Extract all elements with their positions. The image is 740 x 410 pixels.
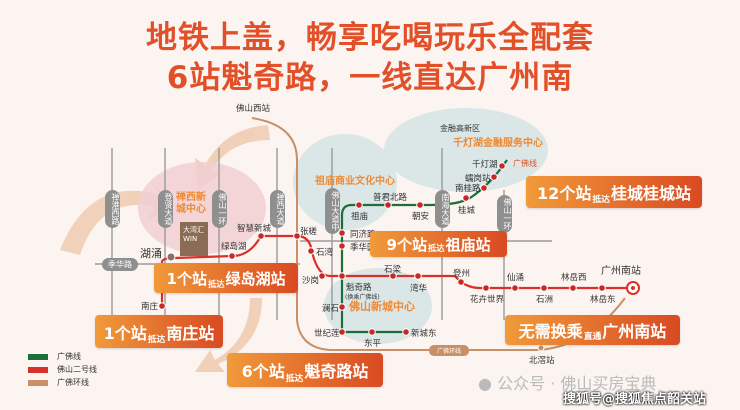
road-chanxi: 禅西大道: [270, 190, 285, 228]
station-lanshi: 澜石: [322, 304, 340, 314]
station-leigang: 蠕岗站: [465, 174, 491, 184]
district-xincheng: 佛山新城中心: [349, 300, 415, 313]
banner-kuiqi: 6个站抵达魁奇路站: [227, 353, 383, 387]
station-shijilian: 世纪莲: [314, 329, 340, 339]
station-foshanxi: 佛山西站: [236, 104, 271, 114]
sohu-watermark: 搜狐号@搜狐焦点韶关站: [563, 392, 707, 407]
station-guicheng: 桂城: [458, 206, 476, 216]
loop-line-tag: 广佛环线: [429, 345, 470, 356]
station-wanhua: 湾华: [410, 284, 428, 294]
station-jihuayuan: 季华园: [350, 243, 376, 253]
guangzhou-south-icon: [626, 281, 640, 295]
legend-swatch: [28, 366, 48, 373]
headline-1: 地铁上盖，畅享吃喝玩乐全配套: [146, 20, 594, 56]
station-guangzhou-south: 广州南站: [601, 266, 641, 277]
road-foshan-dadao: 佛山大道中: [325, 188, 340, 234]
station-dots: [158, 162, 606, 352]
legend-swatch: [28, 379, 48, 386]
station-chaoan: 朝安: [412, 212, 430, 222]
station-zhihui: 智慧新城: [237, 224, 272, 234]
station-zhangcha: 张槎: [300, 227, 318, 237]
road-nanhai: 南海大道: [435, 190, 450, 228]
station-tongji: 同济路: [350, 230, 376, 240]
wechat-watermark: ● 公众号 · 佛山买房宝典: [478, 374, 657, 393]
headline-2: 6站魁奇路，一线直达广州南: [166, 60, 574, 96]
station-lvdaohu: 绿岛湖: [221, 242, 247, 252]
project-logo: 大湾汇 WIN: [180, 222, 208, 256]
legend-loop: 广佛环线: [28, 377, 89, 388]
station-kuiqi-note: (换乘广佛线): [345, 294, 380, 301]
station-shagang: 沙岗: [302, 276, 320, 286]
legend-line2: 佛山二号线: [28, 364, 97, 375]
station-linyuedong: 林岳东: [590, 295, 616, 305]
road-yihuan-west: 佛山一环: [212, 190, 227, 228]
road-yihuan-east: 佛山一环: [497, 195, 512, 233]
station-dongping: 东平: [364, 339, 382, 349]
station-zumiao: 祖庙: [351, 212, 369, 222]
station-kuiqi: 魁奇路: [346, 283, 372, 293]
legend-guangfo: 广佛线: [28, 351, 81, 362]
district-chanxi: 禅西新城中心: [176, 192, 206, 215]
station-shiliang: 石梁: [384, 265, 402, 275]
station-xianyong: 仙涌: [507, 273, 525, 283]
station-shizhou: 石洲: [536, 295, 554, 305]
station-dengzhou: 登州: [453, 269, 471, 279]
banner-nanzhuang: 1个站抵达南庄站: [95, 315, 223, 348]
station-xinchengdong: 新城东: [411, 329, 437, 339]
banner-guicheng: 12个站抵达桂城桂城站: [526, 176, 702, 208]
banner-zumiao: 9个站抵达祖庙站: [370, 231, 507, 257]
station-huahui: 花卉世界: [470, 295, 505, 305]
station-qiandenghu: 千灯湖: [472, 160, 498, 170]
road-jihua: 季华路: [102, 258, 138, 271]
station-linyuexi: 林岳西: [561, 273, 587, 283]
station-nangui: 南桂路: [455, 184, 481, 194]
station-pujun: 普君北路: [373, 193, 408, 203]
station-huyong: 湖涌: [140, 247, 162, 260]
guangfo-line-tag: 广佛线: [513, 159, 537, 168]
wechat-icon: ●: [478, 374, 492, 393]
legend-swatch: [28, 353, 48, 360]
district-qiandenghu: 千灯湖金融服务中心: [453, 138, 543, 149]
banner-lvdaohu: 1个站抵达绿岛湖站: [154, 263, 298, 293]
station-nanzhuang: 南庄: [141, 302, 159, 312]
road-dengxian: 登贤大道: [158, 190, 173, 228]
banner-guangzhou-south: 无需换乘直通广州南站: [505, 315, 680, 345]
district-finance-top: 金融高新区: [440, 124, 480, 133]
station-beijiao: 北滘站: [529, 356, 555, 366]
district-zumiao: 祖庙商业文化中心: [315, 176, 395, 187]
station-shiwan: 石湾: [316, 248, 334, 258]
road-chanjiangxi: 禅港西路: [105, 190, 120, 228]
